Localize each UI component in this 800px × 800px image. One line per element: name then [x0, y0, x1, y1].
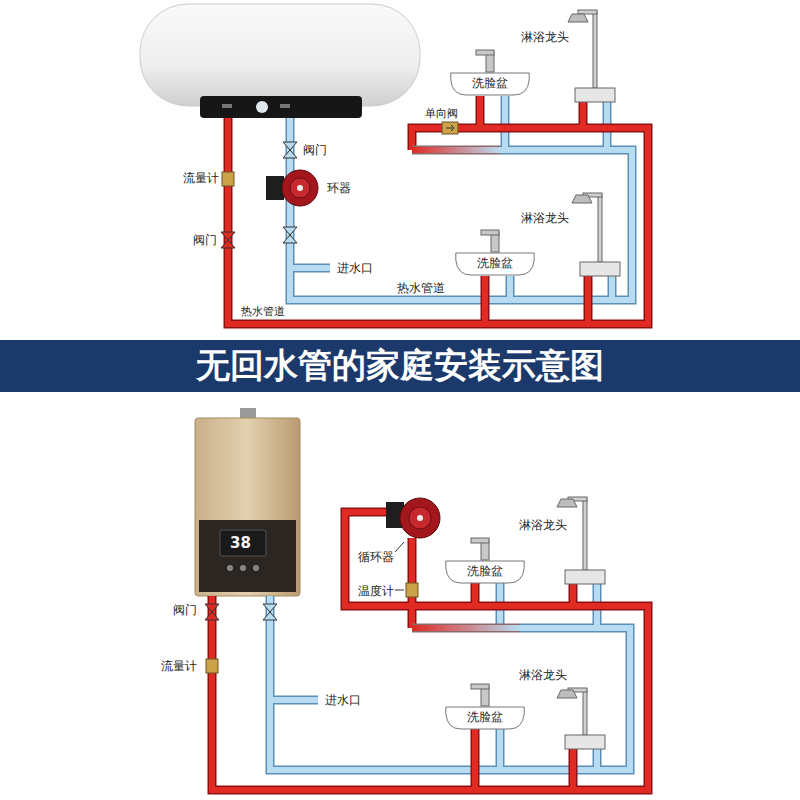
- title-band: 无回水管的家庭安装示意图: [0, 340, 800, 392]
- label-text: 阀门: [172, 603, 198, 617]
- label-text: 淋浴龙头: [520, 211, 570, 225]
- label-text: 淋浴龙头: [520, 30, 570, 44]
- basin-node: 洗脸盆: [445, 706, 525, 730]
- title-text: 无回水管的家庭安装示意图: [196, 343, 604, 389]
- label-text: 38: [229, 535, 252, 552]
- basin-label: 洗脸盆: [445, 560, 525, 582]
- label-text: 循环器: [357, 550, 395, 564]
- basin-label: 洗脸盆: [445, 706, 525, 728]
- label-text: 进水口: [324, 693, 362, 707]
- label-text: 阀门: [302, 143, 328, 157]
- label-text: 流量计: [160, 659, 198, 673]
- label-text: 环器: [326, 181, 352, 195]
- label-text: 淋浴龙头: [518, 668, 568, 682]
- label-text: 热水管道: [240, 305, 286, 318]
- label-text: 热水管道: [396, 281, 446, 295]
- label-text: 淋浴龙头: [518, 518, 568, 532]
- label-text: 流量计: [182, 171, 220, 185]
- basin-label: 洗脸盆: [450, 72, 530, 94]
- basin-node: 洗脸盆: [450, 72, 530, 96]
- basin-label: 洗脸盆: [455, 252, 535, 274]
- label-text: 温度计: [357, 584, 395, 598]
- basin-node: 洗脸盆: [455, 252, 535, 276]
- label-text: 进水口: [336, 261, 374, 275]
- basin-node: 洗脸盆: [445, 560, 525, 584]
- label-text: 单向阀: [424, 107, 459, 120]
- label-text: 阀门: [192, 233, 218, 247]
